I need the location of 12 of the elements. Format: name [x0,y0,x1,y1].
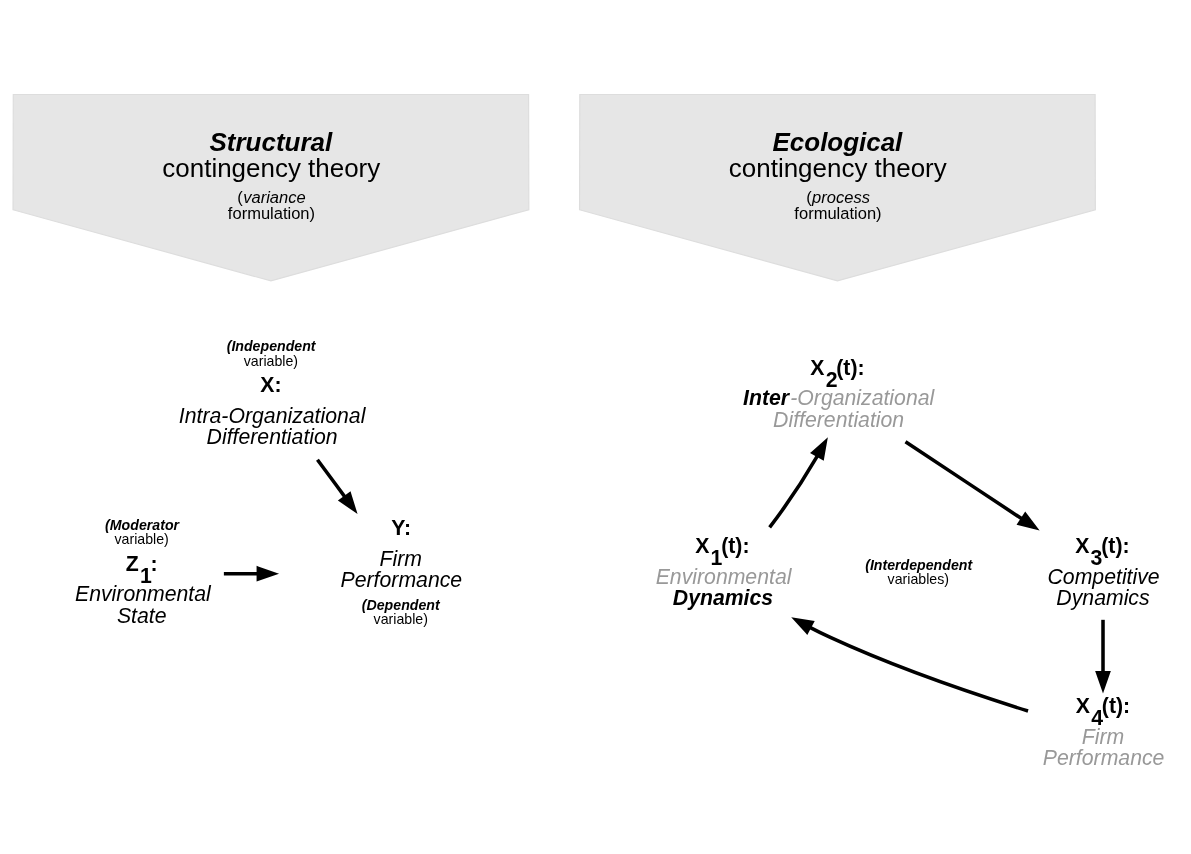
node-text: X: Intra-Organizational Differentiation [178,372,366,449]
node-label: (Independent variable) [226,337,316,369]
arrow [791,616,1029,713]
arrow [768,436,828,528]
arrow [223,565,280,582]
node-label: (Moderator variable) [105,516,180,547]
node-text: Y: Firm Performance [340,515,463,592]
arrow [904,439,1040,531]
node-label: (Dependent variable) [361,596,440,627]
arrow [316,458,358,514]
arrow [1095,619,1111,693]
label: (Interdependent variables) [865,556,973,587]
